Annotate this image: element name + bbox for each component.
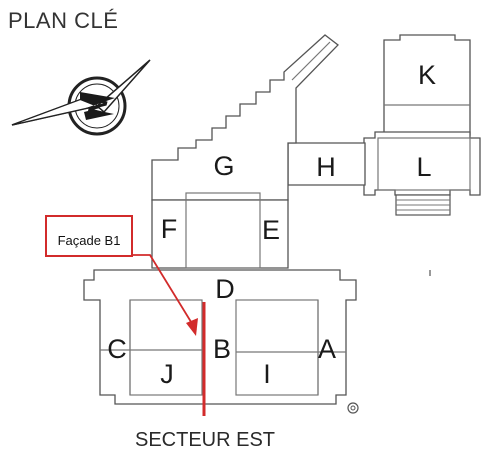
wing-g xyxy=(151,34,339,201)
zone-label-d: D xyxy=(215,274,235,304)
zone-label-j: J xyxy=(160,359,174,389)
callout-box: Façade B1 xyxy=(45,215,133,257)
wings-e-f xyxy=(151,192,289,269)
zone-label-h: H xyxy=(316,152,336,182)
wing-l xyxy=(363,131,481,216)
sector-caption: SECTEUR EST xyxy=(135,429,276,451)
zone-label-a: A xyxy=(318,334,336,364)
plan-title: PLAN CLÉ xyxy=(8,8,119,33)
zone-label-c: C xyxy=(107,334,127,364)
zone-label-i: I xyxy=(263,359,271,389)
north-arrow-icon: N xyxy=(11,59,151,136)
compass-letter: N xyxy=(83,95,114,119)
zone-label-g: G xyxy=(213,151,234,181)
callout-label: Façade B1 xyxy=(58,233,121,248)
stair-icon xyxy=(395,194,451,216)
zone-label-b: B xyxy=(213,334,231,364)
main-building xyxy=(83,269,359,414)
zone-label-k: K xyxy=(418,60,436,90)
zone-label-f: F xyxy=(161,214,178,244)
zone-label-e: E xyxy=(262,215,280,245)
callout-arrow xyxy=(132,254,198,336)
zone-label-l: L xyxy=(416,152,431,182)
